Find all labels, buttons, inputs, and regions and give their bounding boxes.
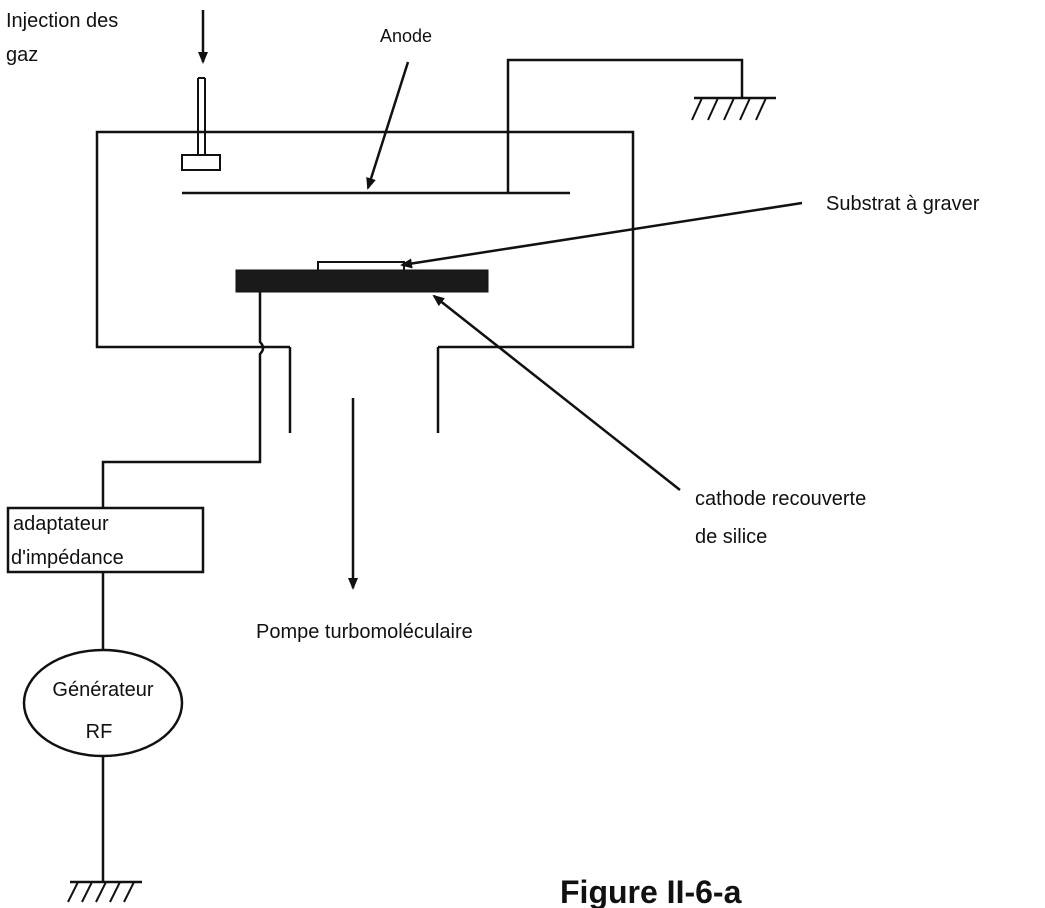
- cathode-arrow: [432, 294, 681, 491]
- cathode-plate: [235, 269, 489, 293]
- generator-label-line1: Générateur: [52, 679, 154, 701]
- matcher-label-line1: adaptateur: [13, 513, 109, 535]
- anode-ground-wire: [506, 58, 744, 193]
- pump-label: Pompe turbomoléculaire: [256, 621, 473, 643]
- cathode-label-line2: de silice: [695, 526, 767, 548]
- cathode-label-line1: cathode recouverte: [695, 488, 866, 510]
- gas-injection-label-line1: Injection des: [6, 10, 118, 32]
- ground-symbol-top: [691, 96, 776, 121]
- generator-label-line2: RF: [86, 721, 113, 743]
- figure-caption: Figure II-6-a: [560, 874, 742, 908]
- chamber-outline: [95, 130, 635, 349]
- matcher-label-line2: d'impédance: [11, 547, 124, 569]
- anode-arrow: [366, 61, 410, 190]
- ground-symbol-bottom: [67, 880, 142, 903]
- gas-injection-label-line2: gaz: [6, 44, 38, 66]
- anode-label: Anode: [380, 26, 432, 46]
- impedance-matcher-box: [6, 506, 205, 574]
- rf-feed-wire: [101, 292, 265, 508]
- substrate-arrow: [400, 201, 803, 269]
- gas-injection-tube: [181, 77, 221, 171]
- substrate-label: Substrat à graver: [826, 193, 980, 215]
